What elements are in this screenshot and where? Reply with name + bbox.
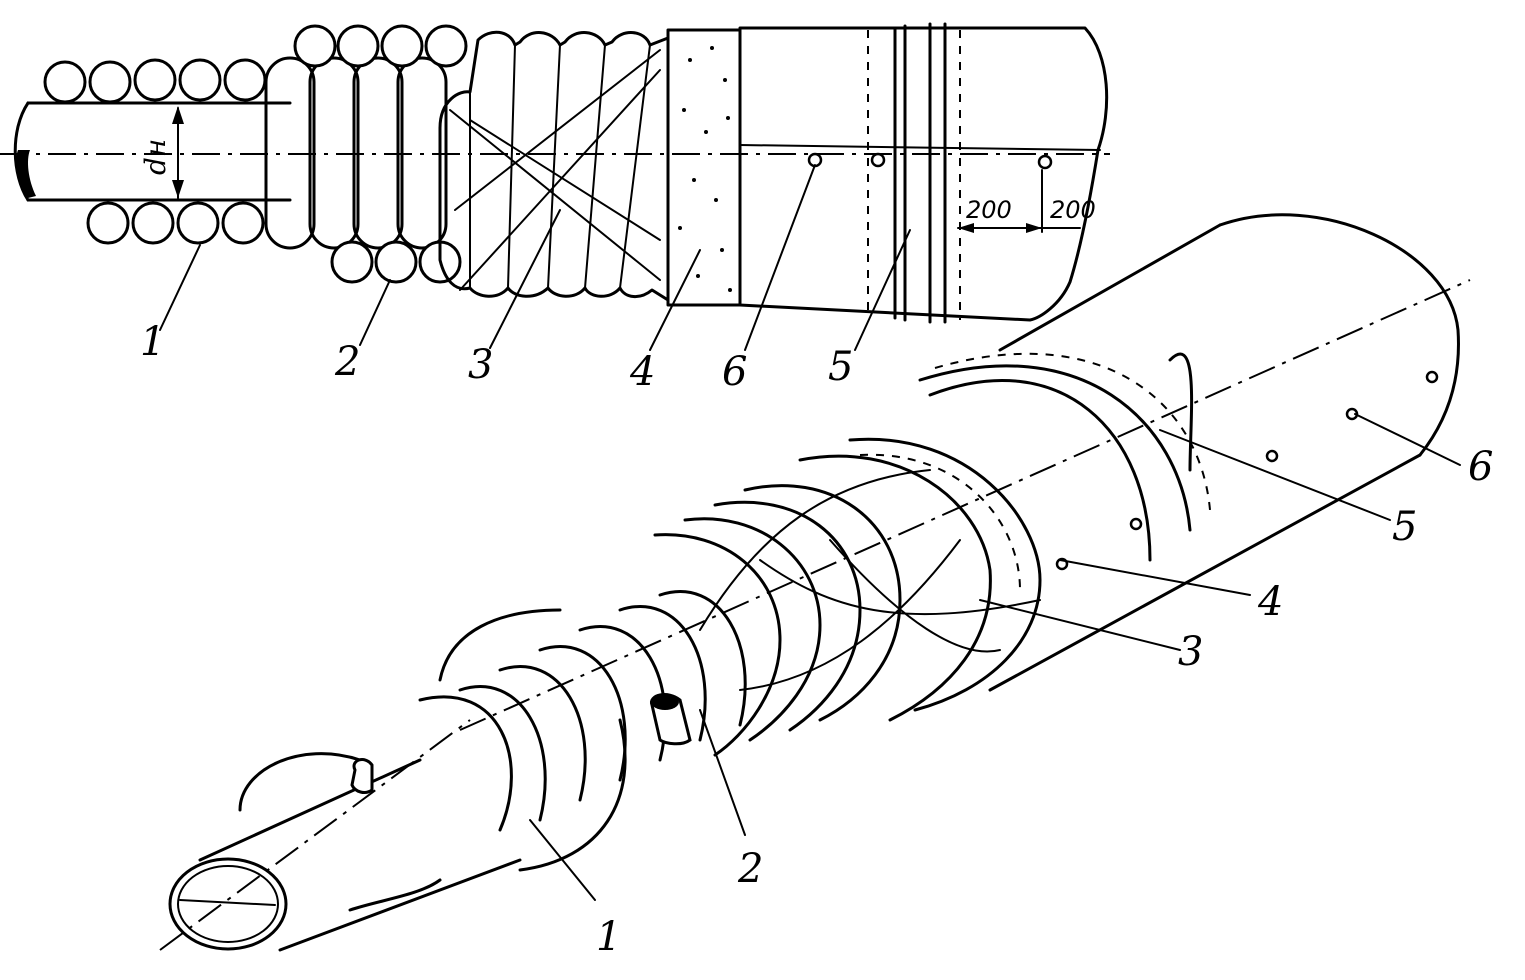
- diameter-dimension: dн: [139, 106, 184, 199]
- iso-helical-wrap: [653, 454, 1041, 757]
- top-view: dн: [0, 22, 1110, 395]
- iso-label-4: 4: [1257, 579, 1283, 625]
- iso-label-3: 3: [1178, 629, 1203, 675]
- dim-200-left: 200: [966, 196, 1012, 224]
- layer-4-band: [666, 28, 742, 307]
- layer-2-rolls: [264, 24, 468, 284]
- dim-200-right: 200: [1050, 196, 1096, 224]
- top-label-3: 3: [468, 342, 493, 388]
- iso-label-6: 6: [1468, 444, 1493, 490]
- iso-label-2: 2: [737, 846, 763, 892]
- iso-pipe: [159, 719, 522, 952]
- iso-band: [848, 352, 1211, 712]
- layer-1-wires: [43, 58, 267, 245]
- top-label-1: 1: [140, 319, 165, 365]
- layer-5-jacket: [738, 22, 1109, 324]
- iso-view: 1 2 3 4 5 6: [159, 213, 1493, 960]
- top-label-2: 2: [334, 339, 360, 385]
- iso-label-5: 5: [1392, 504, 1417, 550]
- top-label-6: 6: [722, 349, 747, 395]
- top-leaders: [159, 164, 911, 351]
- layer-3-helical-wrap: [438, 30, 670, 302]
- iso-label-1: 1: [596, 914, 621, 960]
- iso-outer-jacket: [459, 213, 1471, 731]
- iso-rolls: [418, 590, 747, 872]
- top-label-4: 4: [629, 349, 655, 395]
- length-dimensions: 200 200: [957, 169, 1096, 233]
- diameter-label: dн: [139, 139, 172, 175]
- iso-leaders: [529, 413, 1461, 901]
- top-label-5: 5: [828, 344, 853, 390]
